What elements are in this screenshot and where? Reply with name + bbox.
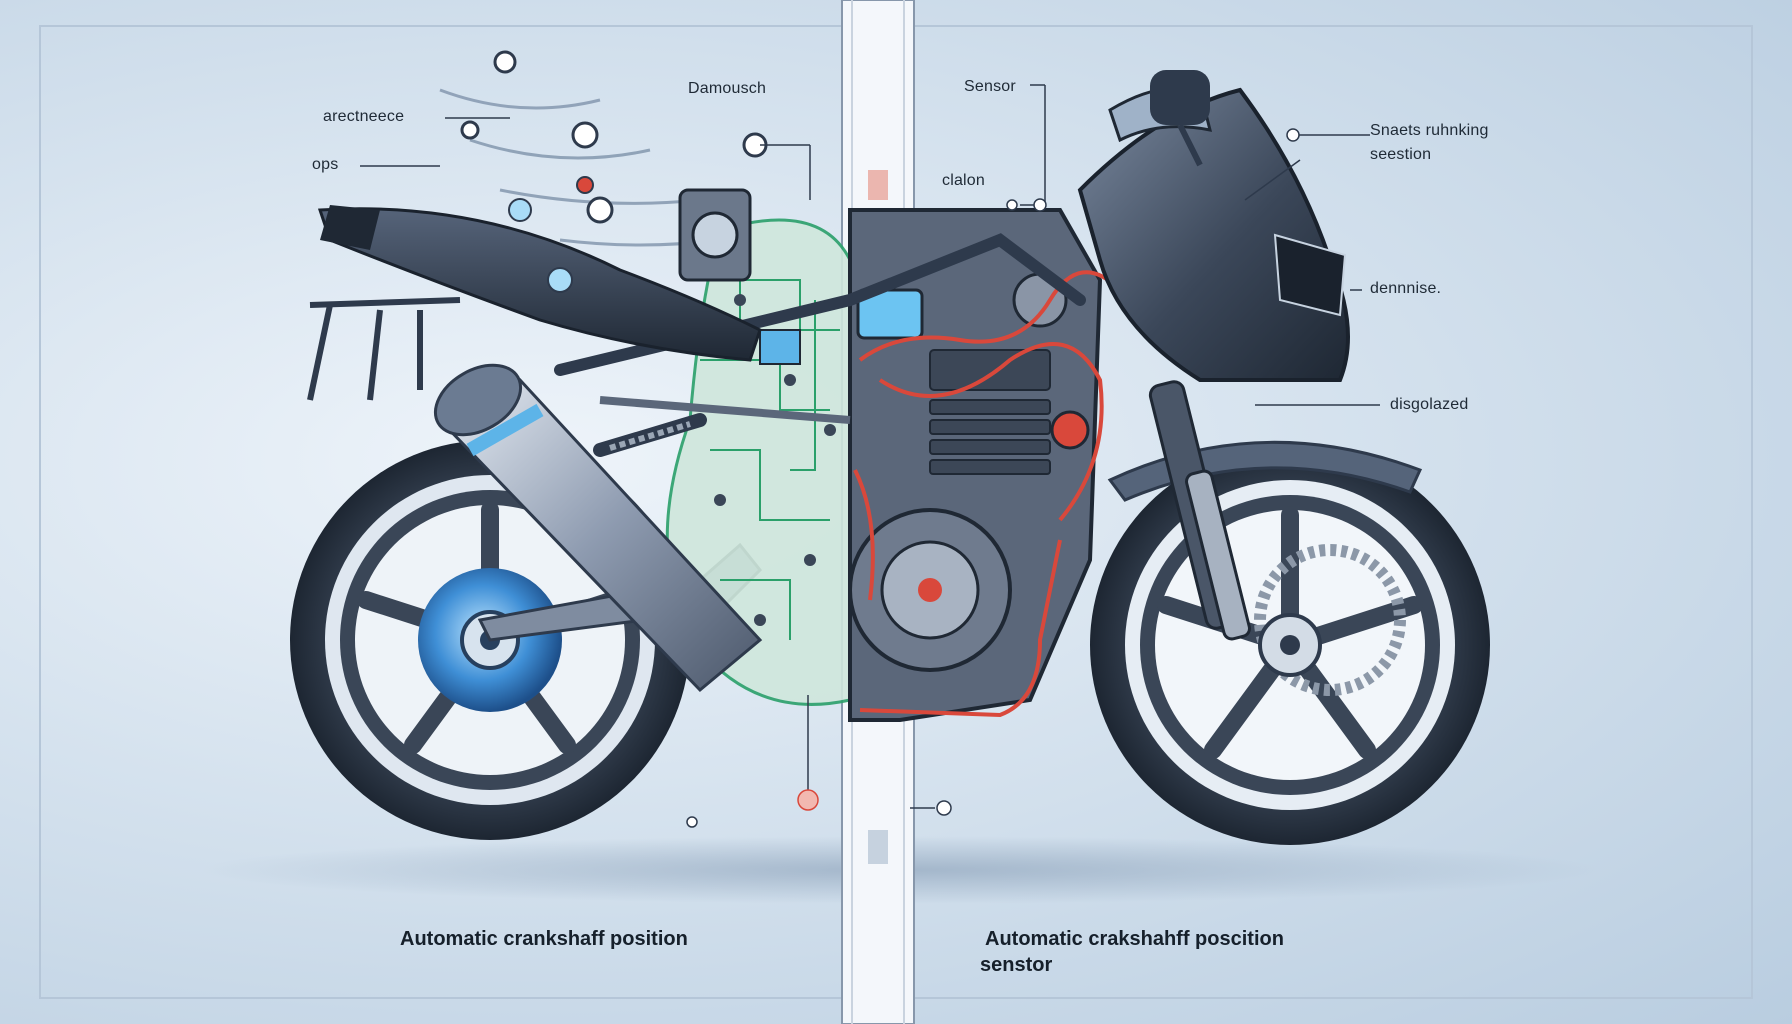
mirror-stem: [1177, 123, 1203, 167]
label-damousch: Damousch: [688, 80, 767, 97]
label-snaets: Snaets ruhnking: [1370, 122, 1489, 139]
seat: [317, 207, 762, 362]
wiring-harness: [853, 270, 1122, 718]
label-disgolazed: disgolazed: [1390, 396, 1469, 413]
label-ops: ops: [312, 156, 339, 173]
exploded-parts: [439, 50, 768, 293]
label-sensor: Sensor: [964, 78, 1016, 95]
rear-shock: [593, 413, 707, 457]
label-seestion: seestion: [1370, 146, 1432, 163]
sub-frame: [599, 396, 851, 424]
caption-right-line2: senstor: [980, 954, 1053, 976]
tail-light: [320, 205, 380, 250]
label-clalon: clalon: [942, 172, 986, 189]
caption-left: Automatic crankshaff position: [400, 928, 688, 950]
rear-rack: [307, 297, 461, 401]
front-fork: [1148, 380, 1251, 641]
caption-right-line1: Automatic crakshahff poscition: [985, 928, 1284, 950]
leader-lines: [360, 84, 1380, 828]
headlight: [1273, 233, 1347, 317]
mirror: [1150, 70, 1210, 125]
front-wheel: [1090, 445, 1490, 845]
label-dennnise: dennnise.: [1370, 280, 1442, 297]
exhaust-pipe: [433, 363, 763, 693]
label-arectneece: arectneece: [323, 108, 405, 125]
